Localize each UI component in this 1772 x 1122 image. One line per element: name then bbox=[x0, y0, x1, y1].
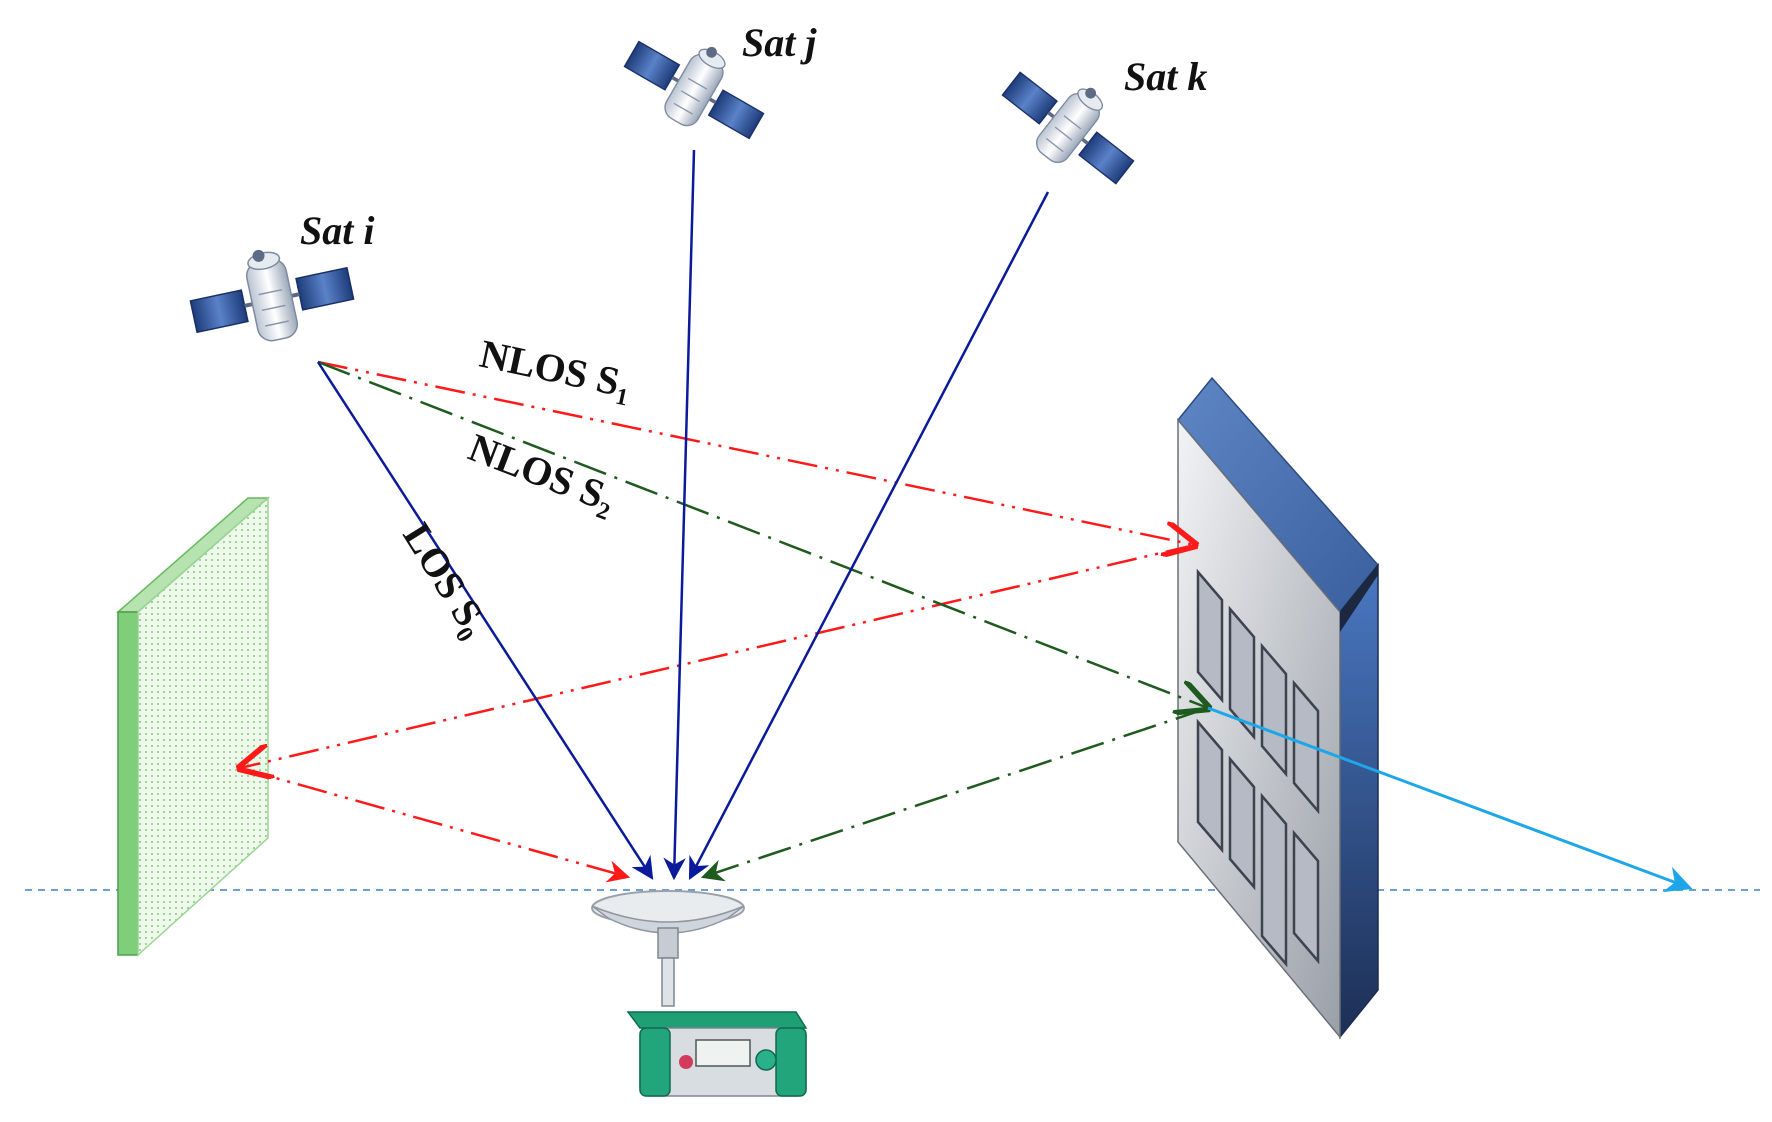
nlos-s2-label: NLOS S2 bbox=[461, 424, 622, 526]
nlos-s1-path-b bbox=[240, 543, 1196, 768]
nlos-s2-path-a bbox=[317, 360, 1208, 708]
reflecting-wall bbox=[116, 496, 270, 957]
los-sat-k-path bbox=[688, 191, 1050, 880]
nlos-s1-path-c bbox=[239, 766, 631, 883]
signal-paths bbox=[239, 149, 1693, 893]
los-sat-j-path bbox=[663, 149, 696, 881]
penetration-ray bbox=[1207, 706, 1693, 893]
nlos-s2-path-b bbox=[700, 706, 1209, 882]
nlos-s1-path-a bbox=[317, 360, 1195, 545]
sat-k-label: Sat k bbox=[1124, 54, 1207, 99]
sat-i-label: Sat i bbox=[300, 208, 374, 253]
building bbox=[1177, 376, 1379, 1040]
los-s0-label: LOS S0 bbox=[390, 515, 498, 647]
sat-j-label: Sat j bbox=[742, 20, 817, 65]
los-s0-path bbox=[316, 361, 654, 880]
gnss-receiver bbox=[586, 890, 818, 1110]
